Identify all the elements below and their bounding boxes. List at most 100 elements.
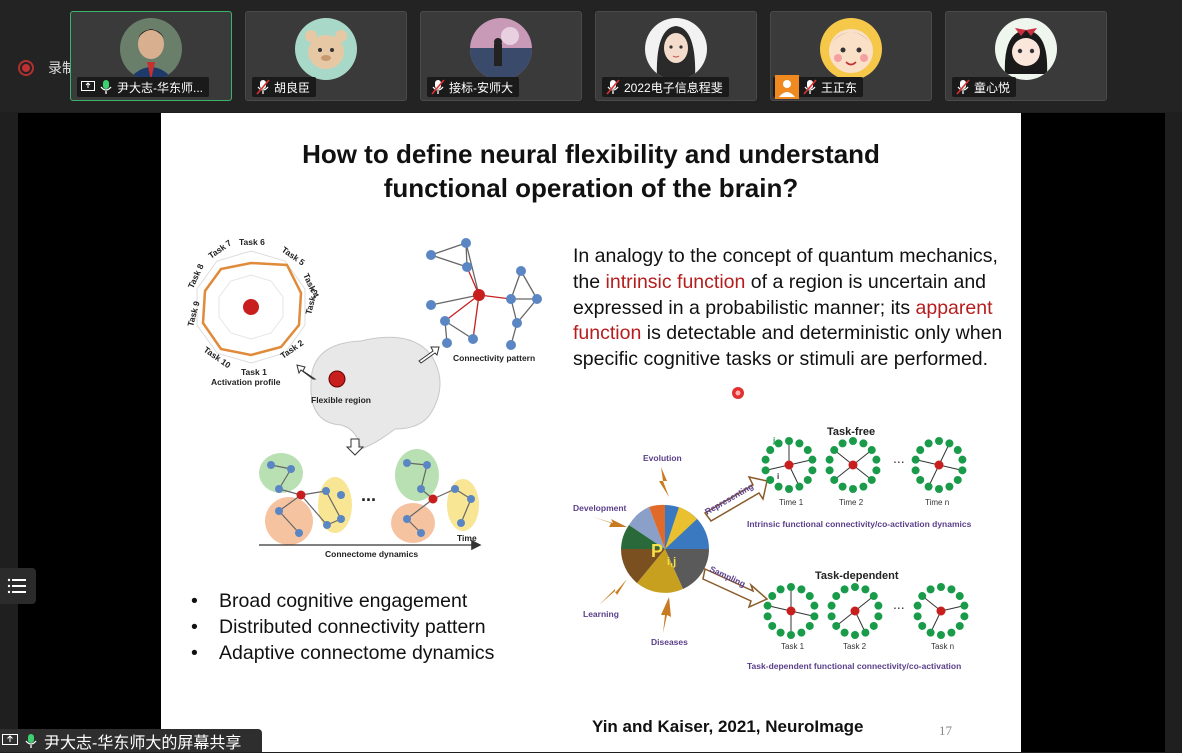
ring-hub-node — [934, 460, 944, 470]
ring-node — [916, 446, 925, 455]
ring-node — [766, 446, 775, 455]
task-caption-label: Task 1 — [781, 642, 805, 651]
ring-node — [916, 475, 925, 484]
ring-node — [945, 482, 954, 491]
bullet-text: Distributed connectivity pattern — [219, 616, 486, 638]
toggle-panel-button[interactable] — [0, 568, 36, 604]
ring-node — [808, 455, 817, 464]
ring-node — [869, 592, 878, 601]
node-j-label: j — [772, 436, 775, 445]
slide-title-line: How to define neural flexibility and und… — [302, 139, 880, 169]
ring-node — [958, 455, 967, 464]
ring-node — [911, 466, 920, 475]
intrinsic-caption: Intrinsic functional connectivity/co-act… — [747, 519, 972, 529]
ring-node — [776, 628, 785, 637]
participant-name: 童心悦 — [974, 80, 1011, 95]
ring-node — [955, 621, 964, 630]
ring-hub-node — [786, 606, 796, 616]
ring-node — [810, 601, 819, 610]
microphone-muted-icon — [956, 79, 970, 95]
microphone-muted-icon — [431, 79, 445, 95]
bullet-text: Broad cognitive engagement — [219, 590, 468, 612]
participant-tile[interactable]: 接标-安师大 — [420, 11, 582, 101]
ring-node — [787, 583, 795, 591]
screen-share-bar[interactable]: 尹大志-华东师大的屏幕共享 — [0, 729, 262, 752]
ring-node — [808, 466, 817, 475]
para-text: In analogy to the concept of quantum mec… — [573, 245, 998, 293]
ring-hub-node — [784, 460, 794, 470]
ring-node — [768, 592, 777, 601]
participant-tile[interactable]: 2022电子信息程斐 — [595, 11, 757, 101]
screen-share-icon — [2, 733, 18, 745]
arrow-icon — [296, 364, 317, 380]
flexible-region-label: Flexible region — [311, 395, 371, 405]
ring-node — [795, 439, 804, 448]
task-label: Task 8 — [186, 262, 206, 290]
ring-node — [935, 485, 943, 493]
ring-node — [832, 621, 841, 630]
slide-title-line: functional operation of the brain? — [383, 173, 799, 203]
evolution-label: Evolution — [643, 453, 682, 463]
ring-node — [785, 485, 793, 493]
ring-node — [849, 485, 857, 493]
ring-node — [838, 439, 847, 448]
ring-node — [805, 621, 814, 630]
page-number: 17 — [939, 723, 952, 738]
participant-name-bar: 胡良臣 — [252, 77, 317, 97]
avatar — [470, 18, 532, 80]
ring-node — [825, 466, 834, 475]
participant-name-bar: 童心悦 — [952, 77, 1017, 97]
pij-subscript: i,j — [667, 556, 676, 568]
ring-node — [830, 475, 839, 484]
ring-node — [953, 446, 962, 455]
ring-hub-node — [936, 606, 946, 616]
connectome-dynamics-label: Connectome dynamics — [325, 549, 418, 559]
ring-node — [768, 621, 777, 630]
ellipsis: ... — [893, 450, 905, 466]
bullet-item: •Distributed connectivity pattern — [191, 616, 486, 638]
presentation-slide: How to define neural flexibility and und… — [161, 113, 1021, 752]
bullet-text: Adaptive connectome dynamics — [219, 642, 495, 664]
ring-node — [805, 592, 814, 601]
ring-node — [924, 439, 933, 448]
para-highlight-intrinsic: intrinsic function — [605, 270, 746, 293]
participant-tile[interactable]: 童心悦 — [945, 11, 1107, 101]
ring-node — [838, 482, 847, 491]
citation: Yin and Kaiser, 2021, NeuroImage — [592, 717, 864, 736]
development-label: Development — [573, 503, 627, 513]
ellipsis: ... — [893, 596, 905, 612]
diseases-label: Diseases — [651, 637, 688, 647]
ring-node — [785, 437, 793, 445]
participant-name: 接标-安师大 — [449, 80, 513, 95]
slide-paragraph: In analogy to the concept of quantum mec… — [573, 244, 1003, 373]
ring-node — [924, 482, 933, 491]
ring-node — [874, 612, 883, 621]
participant-tile[interactable]: 尹大志-华东师... — [70, 11, 232, 101]
ring-node — [774, 482, 783, 491]
pij-symbol: P — [651, 541, 663, 561]
ring-node — [776, 585, 785, 594]
arrow-icon — [345, 438, 365, 456]
ring-node — [861, 628, 870, 637]
ring-node — [945, 439, 954, 448]
record-icon — [18, 60, 34, 76]
task-label: Task 9 — [185, 300, 201, 328]
learning-label: Learning — [583, 609, 619, 619]
participant-name-bar: 尹大志-华东师... — [77, 77, 209, 97]
ring-node — [911, 455, 920, 464]
bullet-list: •Broad cognitive engagement •Distributed… — [191, 588, 494, 666]
ring-node — [937, 583, 945, 591]
activation-center-node — [243, 299, 259, 315]
ring-node — [926, 585, 935, 594]
ellipsis: ... — [361, 485, 376, 505]
ring-node — [960, 601, 969, 610]
ring-node — [797, 628, 806, 637]
ring-node — [918, 592, 927, 601]
ring-node — [859, 482, 868, 491]
ring-node — [955, 592, 964, 601]
ring-node — [861, 585, 870, 594]
participant-tile[interactable]: 胡良臣 — [245, 11, 407, 101]
avatar — [645, 18, 707, 80]
ring-node — [913, 601, 922, 610]
participant-tile[interactable]: 王正东 — [770, 11, 932, 101]
